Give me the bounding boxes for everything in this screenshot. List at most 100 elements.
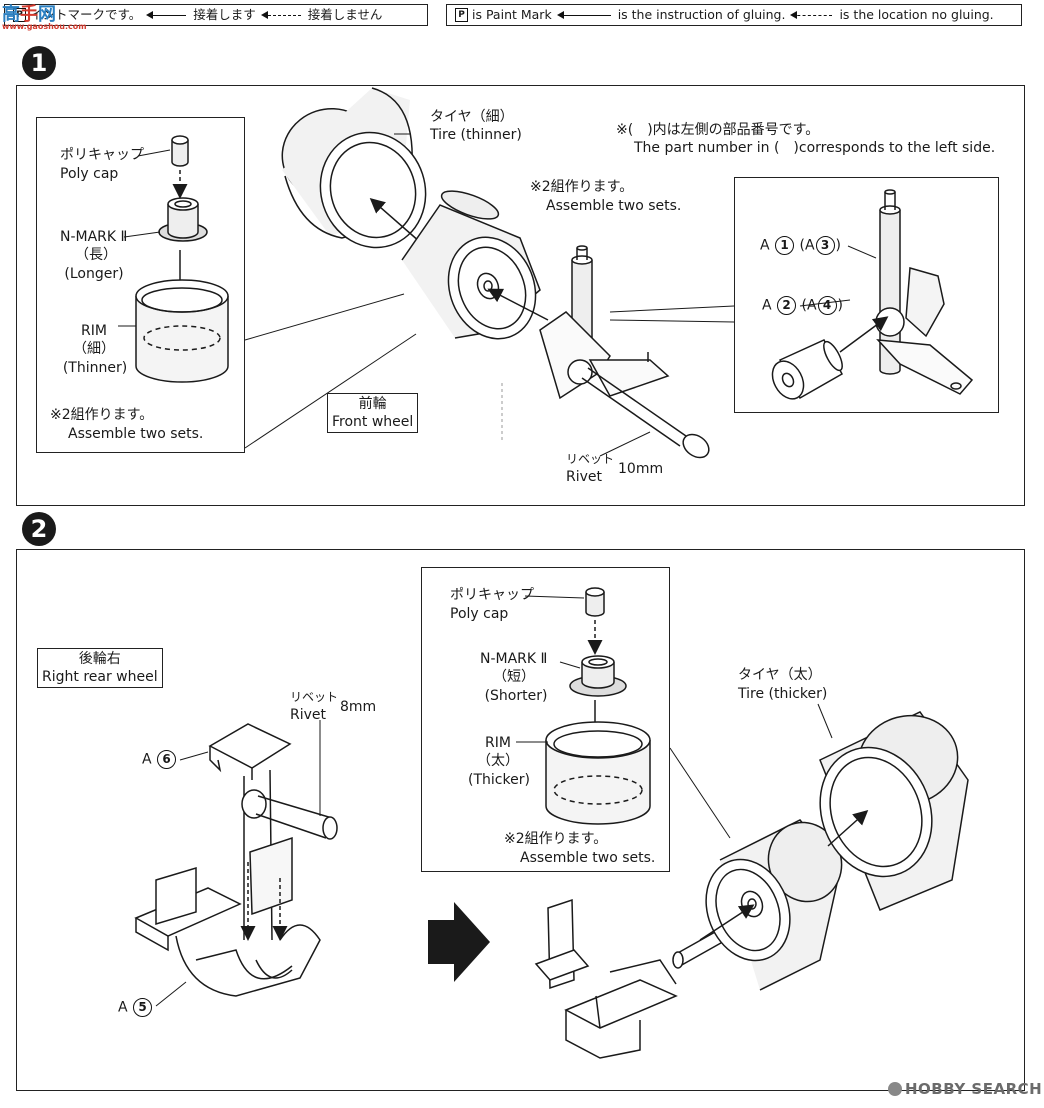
part-a-prefix: A [760, 237, 770, 254]
legend-jp-noglue-text: 接着しません [307, 7, 383, 22]
next-step-arrow-icon [428, 902, 490, 982]
rivet-en-label: Rivet [290, 707, 327, 723]
step-1-left-inset [36, 117, 245, 453]
assemble-two-sets-en: Assemble two sets. [68, 426, 204, 442]
poly-cap-part-icon [171, 135, 189, 167]
legend-english: P is Paint Mark is the instruction of gl… [446, 4, 1022, 26]
rim-en-label: (Thinner) [62, 360, 128, 376]
part-a5-label: A 5 [118, 998, 153, 1017]
assemble-two-sets-en: Assemble two sets. [520, 850, 656, 866]
front-wheel-label: 前輪 Front wheel [327, 393, 419, 433]
glue-arrow-icon [146, 10, 187, 19]
rivet-jp-label: リベット [290, 690, 339, 704]
assemble-two-sets-jp: ※2組作ります。 [50, 407, 154, 423]
part-a6-label: A 6 [142, 750, 177, 769]
tire-thicker-en-label: Tire (thicker) [738, 686, 828, 702]
gaoshou-url: www.gaoshou.com [2, 22, 87, 31]
rear-wheel-assembly-icon [534, 898, 678, 1059]
nmark-name-label: N-MARK Ⅱ [480, 651, 548, 667]
part-number-1: 1 [775, 236, 795, 255]
right-rear-wheel-jp: 後輪右 [78, 651, 121, 667]
rivet-size-label: 10mm [618, 461, 664, 477]
paint-mark-icon: P [13, 8, 26, 22]
rim-en-label: (Thicker) [468, 772, 530, 788]
assemble-two-sets-jp: ※2組作ります。 [530, 179, 634, 195]
front-wheel-en: Front wheel [332, 414, 414, 430]
assemble-two-sets-en: Assemble two sets. [546, 198, 682, 214]
rear-rivet-icon [672, 917, 745, 969]
tire-thinner-en-label: Tire (thinner) [430, 127, 522, 143]
svg-text:网: 网 [38, 4, 56, 25]
tire-thicker-part-icon [819, 711, 969, 911]
part-number-4: 4 [817, 296, 837, 315]
nmark-shorter-part-icon [569, 655, 627, 697]
step-2-panel [16, 549, 1025, 1091]
rivet-en-label: Rivet [566, 469, 603, 485]
step-2-badge: 2 [22, 512, 56, 546]
rivet-8mm-part-icon [241, 789, 338, 840]
right-rear-wheel-en: Right rear wheel [42, 669, 158, 685]
step-1-badge: 1 [22, 46, 56, 80]
part-a-prefix: A [806, 297, 817, 314]
gaoshou-logo-icon: 高 手 网 [2, 3, 56, 25]
tire-thinner-part-icon [281, 87, 427, 249]
legend-en-paint-text: is Paint Mark [472, 7, 552, 22]
poly-cap-jp-label: ポリキャップ [450, 587, 534, 603]
poly-cap-part-icon [585, 587, 605, 617]
left-side-note-en: The part number in ( )corresponds to the… [634, 140, 996, 156]
nmark-jp-label: （長） [75, 247, 117, 263]
step-2-inset [421, 567, 670, 872]
poly-cap-en-label: Poly cap [60, 166, 119, 182]
legend-en-noglue-text: is the location no gluing. [839, 7, 994, 22]
front-wheel-rim-icon [401, 190, 541, 340]
rivet-size-label: 8mm [340, 699, 377, 715]
part-a-prefix: A [804, 237, 815, 254]
paint-mark-icon: P [455, 8, 468, 22]
step-1-panel [16, 85, 1025, 506]
rim-label: RIM [81, 323, 107, 339]
part-number-5: 5 [133, 998, 153, 1017]
nmark-jp-label: （短） [493, 669, 535, 685]
part-a-prefix: A [118, 999, 128, 1016]
rim-thicker-part-icon [545, 721, 651, 825]
front-wheel-jp: 前輪 [358, 396, 387, 412]
cap-cone-part-icon [771, 339, 844, 400]
nmark-en-label: (Shorter) [484, 688, 548, 704]
upright-detail-icon [875, 189, 974, 395]
legend-jp-paint-text: イントマークです。 [30, 7, 142, 22]
nmark-name-label: N-MARK Ⅱ [60, 229, 128, 245]
nmark-en-label: (Longer) [64, 266, 124, 282]
assemble-two-sets-jp: ※2組作ります。 [504, 831, 608, 847]
svg-text:手: 手 [20, 3, 38, 25]
no-glue-arrow-icon [790, 10, 833, 19]
rim-thinner-part-icon [135, 279, 229, 383]
no-glue-arrow-icon [260, 10, 301, 19]
rim-label: RIM [485, 735, 511, 751]
front-upright-part-icon [539, 245, 670, 400]
right-rear-wheel-label: 後輪右 Right rear wheel [37, 648, 163, 688]
tire-thicker-jp-label: タイヤ（太） [738, 667, 822, 683]
part-number-6: 6 [157, 750, 177, 769]
left-side-note-jp: ※( )内は左側の部品番号です。 [616, 122, 820, 138]
nmark-longer-part-icon [158, 197, 208, 242]
rim-jp-label: （細） [73, 341, 115, 357]
legend-japanese: P イントマークです。 接着します 接着しません [4, 4, 428, 26]
poly-cap-jp-label: ポリキャップ [60, 147, 144, 163]
step-1-right-inset [734, 177, 999, 413]
legend-jp-glue-text: 接着します [193, 7, 256, 22]
glue-arrow-icon [556, 10, 611, 19]
rim-jp-label: （太） [477, 753, 519, 769]
rear-axle-bracket-icon [134, 723, 321, 997]
hobby-search-watermark: HOBBY SEARCH [888, 1080, 1042, 1098]
rivet-jp-label: リベット [566, 452, 615, 466]
part-number-3: 3 [815, 236, 835, 255]
part-a-prefix: A [762, 297, 772, 314]
poly-cap-en-label: Poly cap [450, 606, 509, 622]
gaoshou-watermark: 高 手 网 www.gaoshou.com [2, 2, 87, 36]
svg-text:高: 高 [2, 3, 20, 25]
part-a-prefix: A [142, 751, 152, 768]
hobby-search-text: HOBBY SEARCH [905, 1080, 1043, 1098]
